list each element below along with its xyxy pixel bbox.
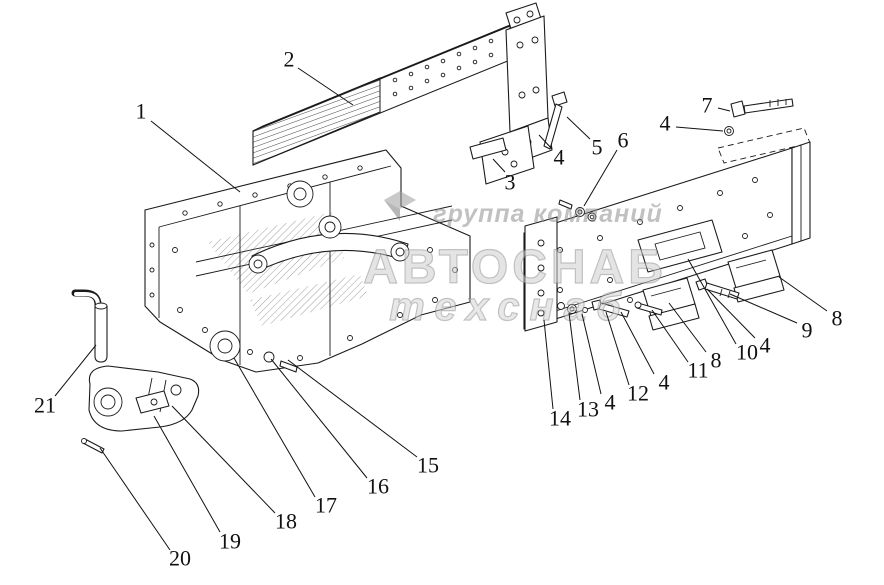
callout-leader-10-11 — [687, 258, 737, 345]
callout-label-19-23: 19 — [219, 529, 241, 554]
callout-leader-5-5 — [566, 116, 591, 140]
hitch-pin-21 — [71, 289, 108, 363]
callout-label-4-6: 4 — [554, 145, 565, 170]
callout-leader-4-10 — [706, 288, 756, 339]
callout-leader-4-16 — [581, 313, 602, 395]
washers-6 — [558, 199, 597, 222]
callout-leader-3-7 — [492, 158, 506, 173]
watermark-company-text: группа компаний — [433, 200, 663, 228]
callout-leader-14-18 — [543, 319, 554, 410]
boss-and-bolts — [209, 330, 298, 373]
callout-label-5-5: 5 — [592, 135, 603, 160]
bracket-10 — [637, 219, 723, 273]
callout-leader-13-17 — [568, 312, 581, 401]
callout-leader-6-4 — [583, 149, 618, 207]
bolt-5 — [543, 91, 568, 150]
callout-leader-1-1 — [150, 120, 241, 193]
callout-leader-8-8 — [778, 276, 828, 312]
watermark-logo-diamond-lower — [384, 200, 400, 221]
swing-bracket-part — [248, 180, 410, 274]
callout-label-11-13: 11 — [687, 358, 708, 383]
watermark: группа компаний АВТОСНАБ техснаб — [363, 191, 666, 330]
washers-13 — [557, 302, 577, 314]
pin-3 — [469, 137, 507, 160]
watermark-brand-text: АВТОСНАБ — [363, 241, 666, 294]
callout-leader-11-13 — [651, 309, 689, 363]
callout-leader-17-21 — [233, 357, 316, 498]
callout-label-18-22: 18 — [275, 509, 297, 534]
hitch-clevis-18 — [88, 365, 200, 432]
callout-label-20-24: 20 — [169, 546, 191, 571]
callout-leader-9-9 — [729, 293, 798, 324]
callout-leader-8-12 — [668, 302, 707, 353]
callout-leader-21-25 — [54, 344, 97, 397]
callout-leader-15-19 — [287, 359, 418, 458]
callout-label-7-2: 7 — [702, 93, 713, 118]
stud-11 — [634, 301, 663, 316]
callout-label-8-8: 8 — [832, 306, 843, 331]
callout-leader-18-22 — [171, 405, 276, 514]
washer-4-top — [724, 126, 734, 136]
callout-label-12-15: 12 — [627, 381, 649, 406]
chassis-drawing — [71, 2, 811, 454]
callout-label-17-21: 17 — [315, 493, 337, 518]
callout-label-4-3: 4 — [660, 111, 671, 136]
callout-leader-7-2 — [717, 107, 731, 112]
upper-beam-part — [252, 20, 521, 166]
side-plate-part — [524, 216, 558, 332]
callout-label-9-9: 9 — [802, 318, 813, 343]
watermark-sub-text: техснаб — [389, 285, 630, 329]
callout-label-6-4: 6 — [618, 128, 629, 153]
pin-20 — [81, 438, 105, 454]
callout-label-4-16: 4 — [605, 390, 616, 415]
callout-label-14-18: 14 — [549, 406, 571, 431]
bolt-9 — [695, 278, 740, 300]
callout-label-4-10: 4 — [760, 333, 771, 358]
callout-leader-19-23 — [153, 415, 221, 533]
callout-label-16-20: 16 — [367, 474, 389, 499]
callout-label-8-12: 8 — [711, 348, 722, 373]
callout-label-3-7: 3 — [505, 170, 516, 195]
callout-label-2-0: 2 — [284, 47, 295, 72]
callout-leader-4-14 — [620, 311, 655, 375]
beam-end-bracket — [479, 2, 553, 185]
callout-leader-2-0 — [297, 67, 354, 106]
callout-leader-20-24 — [99, 447, 171, 551]
callout-label-15-19: 15 — [417, 453, 439, 478]
callout-label-1-1: 1 — [136, 99, 147, 124]
callout-leader-12-15 — [605, 311, 630, 386]
callout-leader-4-6 — [538, 134, 553, 150]
callout-label-4-14: 4 — [659, 370, 670, 395]
callout-leader-4-3 — [675, 126, 724, 132]
callout-label-13-17: 13 — [577, 397, 599, 422]
bolt-7 — [730, 98, 794, 118]
callout-label-21-25: 21 — [34, 393, 56, 418]
callout-leader-16-20 — [270, 358, 368, 479]
callout-label-10-11: 10 — [736, 340, 758, 365]
